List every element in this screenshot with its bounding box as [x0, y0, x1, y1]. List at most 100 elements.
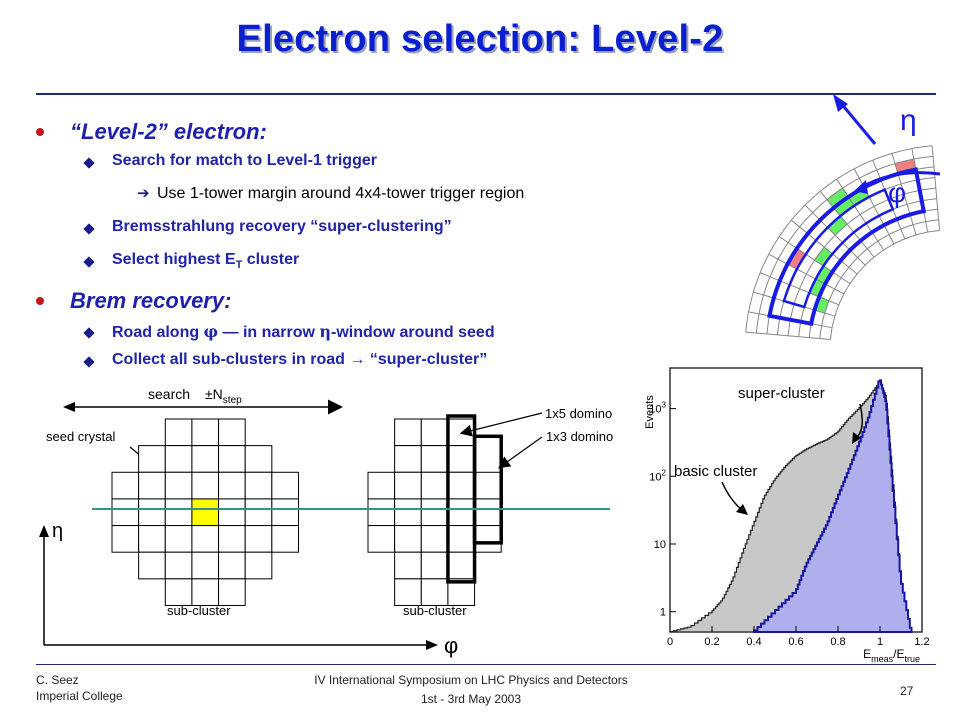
crystal-cell [191, 471, 220, 500]
crystal-cell [164, 445, 193, 473]
x-tick-label: 0.2 [704, 636, 719, 648]
crystal-cell [447, 445, 476, 473]
crystal-cell [394, 578, 422, 606]
search-label: search [148, 386, 190, 402]
crystal-cell [420, 471, 449, 500]
y-tick-label: 102 [649, 468, 666, 483]
crystal-cell [447, 525, 476, 553]
annotation-super-cluster-arrowhead [852, 432, 861, 444]
crystal-cell [420, 578, 449, 606]
crystal-cell [447, 418, 476, 447]
crystal-cell [164, 578, 193, 606]
crystal-cell [447, 498, 476, 527]
x-tick-label: 0.4 [746, 636, 761, 648]
crystal-cell [218, 551, 246, 580]
crystal-cell [218, 418, 246, 447]
domino-1x5-pointer [459, 412, 543, 437]
crystal-cell [394, 498, 422, 527]
grid-spoke [853, 168, 895, 245]
crystal-cell [244, 525, 273, 553]
search-arrow-left-head [63, 402, 75, 412]
crystal-cell [474, 498, 502, 527]
annotation-basic-cluster: basic cluster [674, 463, 757, 480]
eta-arrow [838, 101, 877, 145]
annotation-super-cluster: super-cluster [738, 385, 825, 402]
crystal-cell [138, 551, 166, 580]
crystal-cell [447, 551, 476, 580]
crystal-cell [367, 525, 396, 553]
crystal-cell [218, 498, 246, 527]
domino-1x5-label: 1x5 domino [545, 406, 612, 421]
crystal-cell [244, 498, 273, 527]
annotation-basic-cluster-arrowhead [736, 504, 748, 515]
grid-spoke [931, 145, 941, 231]
road-outline [767, 167, 927, 327]
grid-spoke [745, 331, 831, 341]
crystal-cell [191, 525, 220, 553]
slide-title: Electron selection: Level-2 [236, 18, 724, 60]
crystal-cell [474, 525, 502, 553]
seed-crystal-label: seed crystal [46, 429, 115, 444]
x-tick-label: 0.6 [788, 636, 803, 648]
crystal-cell [394, 471, 422, 500]
y-tick-label: 1 [660, 607, 666, 619]
crystal-cell [138, 525, 166, 553]
arrow-bullet-icon: ➔ [137, 185, 150, 202]
footer-dates: 1st - 3rd May 2003 [420, 692, 522, 706]
crystal-cell [218, 525, 246, 553]
bullet-marker [36, 297, 44, 305]
crystal-cell [420, 445, 449, 473]
y-tick-label: 103 [649, 401, 666, 416]
crystal-cell [191, 445, 220, 473]
crystal-cell [271, 498, 299, 527]
x-tick-label: 1.2 [914, 636, 929, 648]
crystal-cell [164, 418, 193, 447]
phi-arrow [859, 171, 941, 190]
crystal-cell [394, 445, 422, 473]
bullet-marker [36, 128, 44, 136]
eta-axis-arrowhead [39, 525, 49, 537]
footer-page-number: 27 [900, 684, 914, 698]
crystal-cell [474, 471, 502, 500]
domino-1x3-label: 1x3 domino [546, 429, 613, 444]
phi-label: φ [888, 177, 906, 208]
x-tick-label: 0 [667, 636, 673, 648]
x-tick-label: 0.8 [830, 636, 845, 648]
crystal-cell [244, 471, 273, 500]
sub-cluster-label-2: sub-cluster [403, 603, 467, 618]
detector-sketch: η φ [745, 94, 941, 341]
crystal-cell [218, 471, 246, 500]
sub-bullet-road: Road along φ — in narrow η-window around… [112, 322, 495, 341]
crystal-cell [111, 471, 140, 500]
sub-bullet-marker [83, 256, 95, 268]
sub-sub-bullet-margin: Use 1-tower margin around 4x4-tower trig… [157, 185, 525, 202]
crystal-cell [164, 551, 193, 580]
crystal-cell [394, 551, 422, 580]
clustering-diagram: search ±Nstep seed crystal 1x5 domino 1x… [39, 386, 613, 658]
sub-bullet-collect: Collect all sub-clusters in road → “supe… [112, 351, 488, 368]
crystal-cell [138, 445, 166, 473]
grid-spoke [768, 253, 845, 295]
eta-axis-label: η [52, 520, 63, 542]
crystal-cell [367, 498, 396, 527]
crystal-cell [447, 471, 476, 500]
crystal-cell [420, 525, 449, 553]
bullet-level2-electron: “Level-2” electron: [70, 119, 267, 144]
phi-arrowhead [854, 180, 868, 194]
sub-bullet-highest-et: Select highest ET cluster [112, 251, 300, 272]
sub-bullet-marker [83, 356, 95, 368]
crystal-cell [394, 525, 422, 553]
crystal-cell [420, 418, 449, 447]
crystal-cell [244, 445, 273, 473]
sub-bullet-marker [83, 157, 95, 169]
crystal-cell [191, 578, 220, 606]
eta-arrowhead [833, 94, 848, 112]
sub-bullet-marker [83, 223, 95, 235]
road-outline-inner [782, 187, 895, 309]
road-outline-outer [767, 167, 927, 327]
bullet-brem-recovery: Brem recovery: [70, 288, 232, 313]
crystal-cell [244, 551, 273, 580]
sub-cluster-label-1: sub-cluster [167, 603, 231, 618]
crystal-cell [164, 525, 193, 553]
